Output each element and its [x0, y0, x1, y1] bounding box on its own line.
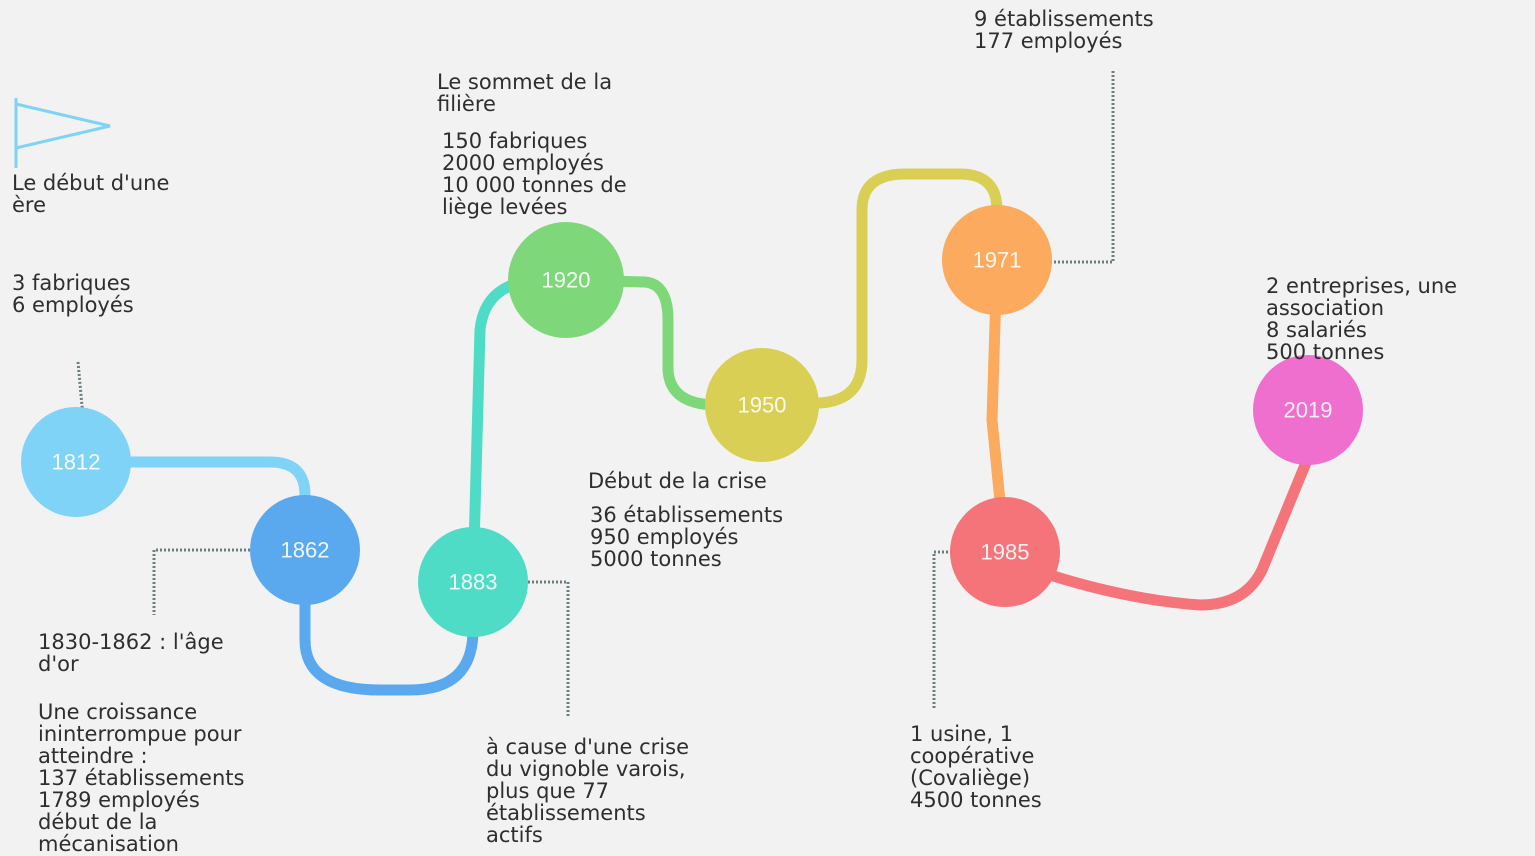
annotation-1971-stats: 9 établissements 177 employés	[974, 7, 1154, 53]
milestone-1971-circle	[942, 205, 1052, 315]
path-1920-1950	[560, 274, 768, 411]
connector-1812	[76, 361, 86, 429]
milestone-1862: 1862	[250, 495, 360, 605]
milestone-1812: 1812	[21, 407, 131, 517]
milestone-1920-year: 1920	[542, 268, 591, 293]
annotation-1920-title: Le sommet de la filière	[437, 70, 613, 116]
connector-1971	[1050, 70, 1115, 264]
path-1985-2019	[999, 442, 1318, 611]
milestone-1950: 1950	[705, 348, 819, 462]
milestone-2019: 2019	[1253, 355, 1363, 465]
milestone-1971-year: 1971	[973, 248, 1022, 273]
annotation-1812-stats: 3 fabriques 6 employés	[12, 271, 134, 317]
milestone-1862-circle	[250, 495, 360, 605]
connector-lines	[76, 70, 1115, 718]
connector-1862	[152, 548, 250, 615]
milestone-1950-year: 1950	[738, 393, 787, 418]
milestone-1812-circle	[21, 407, 131, 517]
milestone-1883-circle	[418, 527, 528, 637]
annotation-1920-stats: 150 fabriques 2000 employés 10 000 tonne…	[442, 129, 627, 219]
annotation-1883-body: à cause d'une crise du vignoble varois, …	[486, 735, 689, 847]
path-1862-1883	[299, 544, 479, 696]
annotation-1985-stats: 1 usine, 1 coopérative (Covaliège) 4500 …	[910, 722, 1042, 812]
milestone-2019-circle	[1253, 355, 1363, 465]
milestone-1862-year: 1862	[281, 538, 330, 563]
milestone-1920-circle	[508, 222, 624, 338]
milestone-1883-year: 1883	[449, 570, 498, 595]
annotation-2019-stats: 2 entreprises, une association 8 salarié…	[1266, 274, 1458, 364]
milestone-1883: 1883	[418, 527, 528, 637]
annotation-1950-stats: 36 établissements 950 employés 5000 tonn…	[590, 503, 784, 571]
milestone-1985: 1985	[950, 497, 1060, 607]
connector-1883	[528, 580, 570, 718]
milestone-1971: 1971	[942, 205, 1052, 315]
path-1812-1862	[70, 456, 311, 554]
milestone-2019-year: 2019	[1284, 398, 1333, 423]
annotation-1862-title: 1830-1862 : l'âge d'or	[38, 630, 224, 676]
milestone-1812-year: 1812	[52, 450, 101, 475]
path-1950-1971	[756, 168, 1003, 411]
milestone-1920: 1920	[508, 222, 624, 338]
annotation-1862-body: Une croissance ininterrompue pour attein…	[38, 700, 245, 856]
milestone-1985-year: 1985	[981, 540, 1030, 565]
annotation-1950-title: Début de la crise	[588, 469, 767, 493]
connector-1985	[932, 550, 952, 710]
annotation-1812-title: Le début d'une ère	[12, 171, 170, 217]
flag-icon	[14, 98, 111, 168]
milestone-1985-circle	[950, 497, 1060, 607]
milestone-1950-circle	[705, 348, 819, 462]
